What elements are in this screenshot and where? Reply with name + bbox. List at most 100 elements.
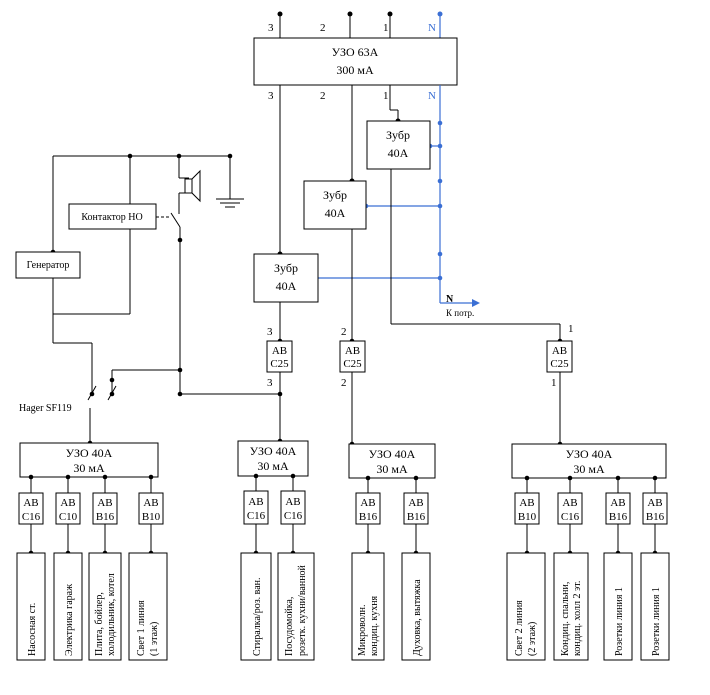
- svg-text:Розетки линия 1: Розетки линия 1: [651, 587, 662, 656]
- svg-text:АВ: АВ: [360, 497, 375, 509]
- svg-text:С25: С25: [550, 358, 569, 370]
- svg-text:Свет 1 линия: Свет 1 линия: [136, 600, 147, 656]
- circuit-1-1: АВ С16 Насосная ст.: [16, 474, 46, 661]
- contactor-box: Контактор НО: [68, 203, 157, 230]
- svg-text:холодильник, котел: холодильник, котел: [106, 573, 117, 656]
- svg-text:30 мА: 30 мА: [573, 462, 605, 476]
- svg-text:(2 этаж): (2 этаж): [527, 622, 538, 656]
- svg-text:Зубр: Зубр: [386, 128, 410, 142]
- circuit-4-4: АВ В16 Розетки линия 1: [640, 475, 670, 661]
- svg-text:Стиралка/роз. ван.: Стиралка/роз. ван.: [252, 577, 263, 656]
- svg-text:3: 3: [267, 326, 273, 338]
- breaker-c25-phase1: АВ С25 1 1: [546, 323, 574, 389]
- svg-text:АВ: АВ: [272, 345, 287, 357]
- main-rcd-terminal-bottom-3: 3: [268, 90, 274, 102]
- svg-text:1: 1: [551, 377, 557, 389]
- svg-text:В16: В16: [96, 511, 115, 523]
- generator-box: Генератор: [15, 251, 81, 279]
- svg-text:Духовка, вытяжка: Духовка, вытяжка: [412, 579, 423, 656]
- svg-text:40А: 40А: [325, 206, 346, 220]
- svg-text:АВ: АВ: [519, 497, 534, 509]
- generator-label: Генератор: [27, 260, 70, 271]
- svg-text:30 мА: 30 мА: [73, 461, 105, 475]
- main-rcd-terminal-bottom-1: 1: [383, 90, 389, 102]
- svg-text:АВ: АВ: [285, 496, 300, 508]
- main-rcd-terminal-top-1: 1: [383, 22, 389, 34]
- circuit-1-2: АВ С10 Электрика гараж: [53, 474, 83, 661]
- svg-text:30 мА: 30 мА: [257, 459, 289, 473]
- svg-text:АВ: АВ: [562, 497, 577, 509]
- svg-text:С10: С10: [59, 511, 78, 523]
- main-rcd-line1: УЗО 63А: [332, 45, 379, 59]
- svg-text:УЗО 40А: УЗО 40А: [250, 444, 297, 458]
- group-rcd-4: УЗО 40А 30 мА: [511, 443, 667, 479]
- svg-text:В10: В10: [142, 511, 161, 523]
- group-rcd-1: УЗО 40А 30 мА: [19, 442, 159, 478]
- main-rcd-line2: 300 мА: [336, 63, 374, 77]
- svg-text:В16: В16: [646, 511, 665, 523]
- circuit-1-3: АВ В16 Плита, бойлер, холодильник, котел: [88, 474, 122, 661]
- svg-text:С25: С25: [343, 358, 362, 370]
- svg-text:АВ: АВ: [647, 497, 662, 509]
- svg-text:АВ: АВ: [143, 497, 158, 509]
- hager-label: Hager SF119: [19, 403, 72, 414]
- svg-text:В16: В16: [359, 511, 378, 523]
- svg-text:АВ: АВ: [248, 496, 263, 508]
- neutral-out-text: К потр.: [446, 308, 474, 318]
- svg-text:Свет 2 линия: Свет 2 линия: [514, 600, 525, 656]
- svg-text:40А: 40А: [388, 146, 409, 160]
- svg-text:Посудомойка,: Посудомойка,: [284, 597, 295, 656]
- zubr-relay-3: Зубр 40А: [253, 253, 319, 303]
- svg-text:С16: С16: [561, 511, 580, 523]
- svg-text:С16: С16: [284, 510, 303, 522]
- relay-output-wires: [277, 169, 563, 344]
- svg-text:С16: С16: [22, 511, 41, 523]
- svg-text:В10: В10: [518, 511, 537, 523]
- svg-text:2: 2: [341, 326, 347, 338]
- svg-text:С25: С25: [270, 358, 289, 370]
- circuit-3-2: АВ В16 Духовка, вытяжка: [401, 475, 431, 661]
- svg-text:кондиц. кухня: кондиц. кухня: [369, 595, 380, 656]
- breaker-c25-phase3: АВ С25 3 3: [266, 326, 293, 389]
- svg-text:3: 3: [267, 377, 273, 389]
- breaker-to-rcd-wires: [277, 372, 563, 447]
- svg-text:Насосная ст.: Насосная ст.: [27, 603, 38, 656]
- svg-text:(1 этаж): (1 этаж): [149, 622, 160, 656]
- svg-text:Зубр: Зубр: [274, 261, 298, 275]
- svg-text:Зубр: Зубр: [323, 188, 347, 202]
- main-rcd-terminal-top-3: 3: [268, 22, 274, 34]
- svg-text:кондиц. холл 2 эт.: кондиц. холл 2 эт.: [572, 581, 583, 656]
- svg-text:розетк. кухни/ванной: розетк. кухни/ванной: [297, 564, 308, 656]
- svg-text:В16: В16: [407, 511, 426, 523]
- neutral-out-label: N: [446, 294, 454, 305]
- svg-text:В16: В16: [609, 511, 628, 523]
- svg-text:Электрика гараж: Электрика гараж: [64, 584, 75, 656]
- group-rcd-3: УЗО 40А 30 мА: [348, 443, 436, 479]
- main-rcd-terminal-top-n: N: [428, 22, 436, 34]
- zubr-relay-1: Зубр 40А: [366, 120, 431, 170]
- zubr-relay-2: Зубр 40А: [303, 180, 367, 230]
- svg-text:АВ: АВ: [610, 497, 625, 509]
- circuit-4-1: АВ В10 Свет 2 линия (2 этаж): [506, 475, 546, 661]
- circuit-1-4: АВ В10 Свет 1 линия (1 этаж): [128, 474, 168, 661]
- generator-section-wires: [50, 153, 283, 446]
- group-rcd-2: УЗО 40А 30 мА: [237, 440, 309, 477]
- circuit-2-2: АВ С16 Посудомойка, розетк. кухни/ванной: [277, 473, 315, 661]
- svg-text:40А: 40А: [276, 279, 297, 293]
- main-rcd-terminal-bottom-n: N: [428, 90, 436, 102]
- svg-text:Кондиц. спальни,: Кондиц. спальни,: [560, 582, 571, 656]
- main-rcd: УЗО 63А 300 мА 3 2 1 N 3 2 1 N: [253, 22, 458, 102]
- svg-text:УЗО 40А: УЗО 40А: [66, 446, 113, 460]
- svg-text:С16: С16: [247, 510, 266, 522]
- svg-text:1: 1: [568, 323, 574, 335]
- svg-text:АВ: АВ: [60, 497, 75, 509]
- svg-text:Розетки линия 1: Розетки линия 1: [614, 587, 625, 656]
- svg-text:30 мА: 30 мА: [376, 462, 408, 476]
- svg-text:АВ: АВ: [408, 497, 423, 509]
- breaker-c25-phase2: АВ С25 2 2: [339, 326, 366, 389]
- svg-text:2: 2: [341, 377, 347, 389]
- svg-text:УЗО 40А: УЗО 40А: [566, 447, 613, 461]
- svg-text:УЗО 40А: УЗО 40А: [369, 447, 416, 461]
- circuit-4-3: АВ В16 Розетки линия 1: [603, 475, 633, 661]
